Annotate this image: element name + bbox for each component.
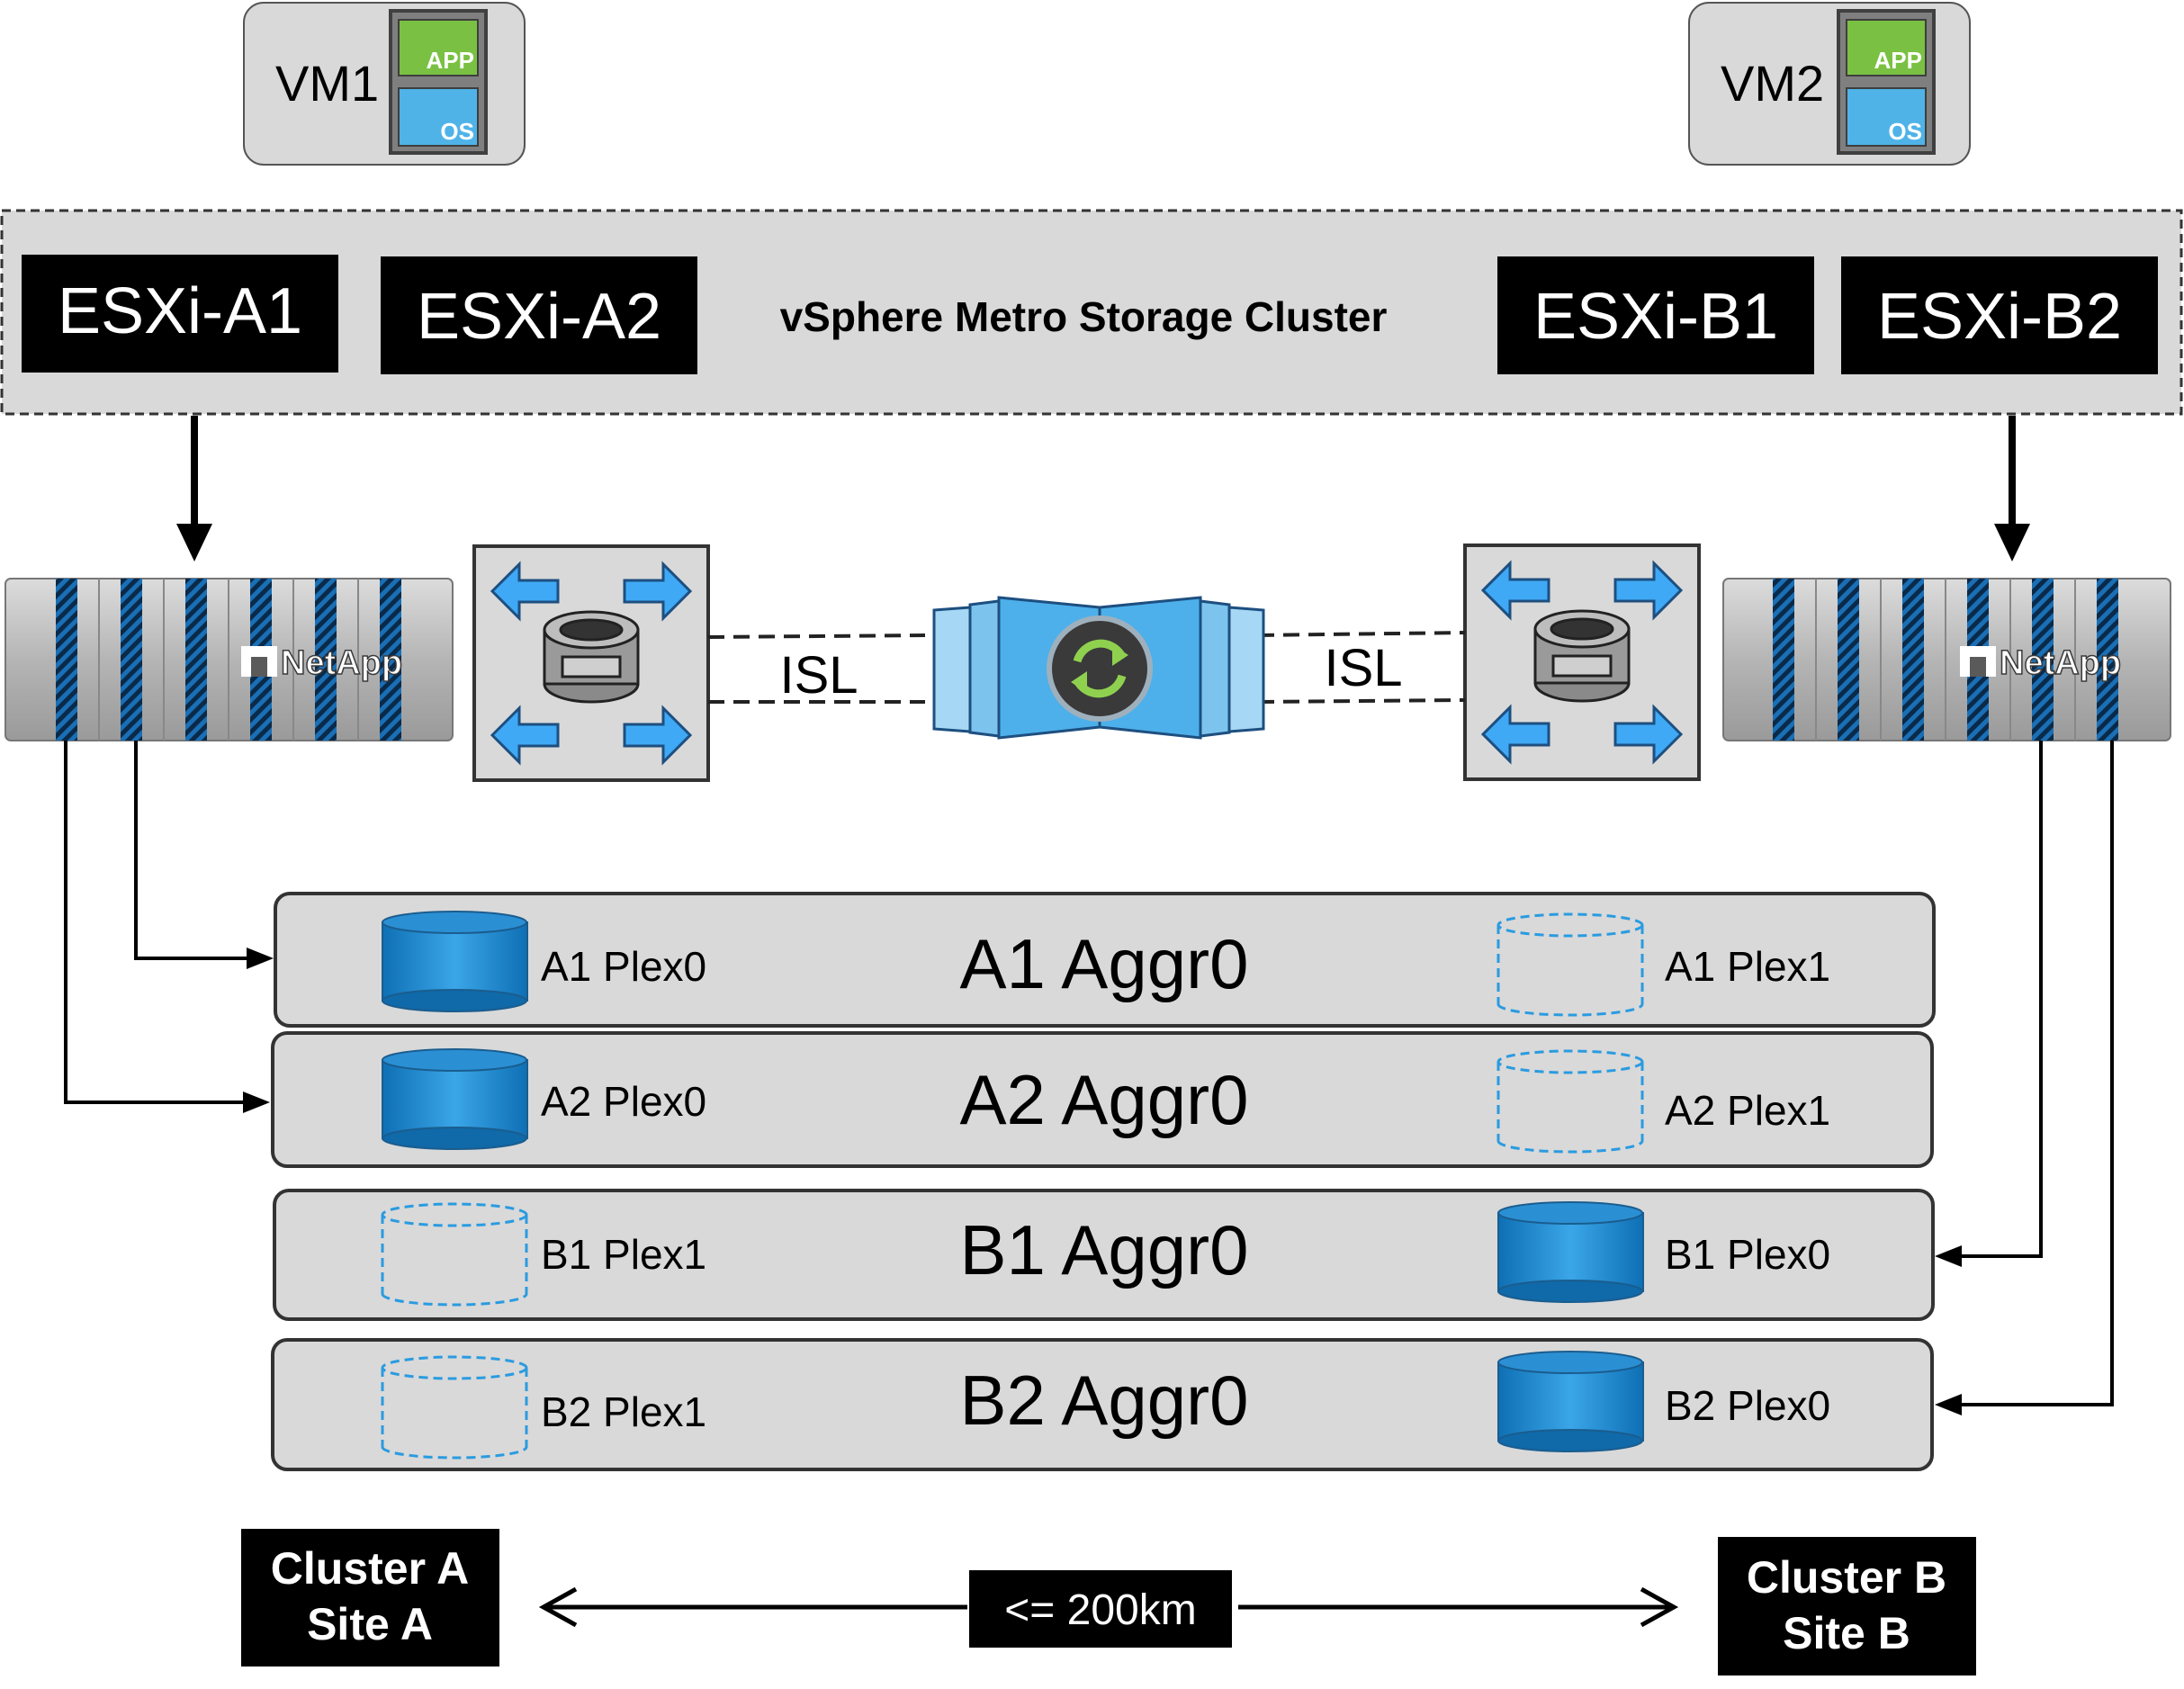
- disk-dashed-icon: [381, 1202, 528, 1307]
- disk-dashed-icon: [1496, 1049, 1644, 1154]
- host-esxi-a2-label: ESXi-A2: [417, 281, 661, 353]
- arrow-storage-to-b1-aggr: [1935, 741, 2043, 1267]
- switch-core-icon: [1533, 609, 1631, 703]
- disk-solid-icon: [1497, 1201, 1644, 1303]
- host-esxi-b2: [1841, 256, 2158, 374]
- aggregate-b1: B1 Plex1 B1 Aggr0 B1 Plex0: [273, 1189, 1935, 1321]
- switch-arrows-icon: [1480, 560, 1684, 765]
- aggregate-b1-left-plex: B1 Plex1: [541, 1231, 706, 1278]
- vm1-os-tile: [398, 87, 479, 147]
- aggregate-b2-left-plex: B2 Plex1: [541, 1388, 706, 1435]
- aggregate-a1-name: A1 Aggr0: [960, 924, 1249, 1003]
- vm2-app-tile: [1846, 19, 1927, 76]
- aggregate-b2: B2 Plex1 B2 Aggr0 B2 Plex0: [271, 1338, 1934, 1471]
- site-b-line1: Cluster B: [1747, 1552, 1946, 1603]
- site-b-line2: Site B: [1783, 1608, 1910, 1658]
- aggregate-a2: A2 Plex0 A2 Aggr0 A2 Plex1: [271, 1031, 1934, 1168]
- sync-replication-icon: [932, 596, 1265, 740]
- isl-left-label: ISL: [779, 646, 858, 705]
- vm1-os-label: OS: [440, 118, 474, 145]
- aggregate-a1: A1 Plex0 A1 Aggr0 A1 Plex1: [274, 892, 1936, 1028]
- host-esxi-b1-label: ESXi-B1: [1533, 281, 1778, 353]
- host-esxi-a2: [381, 256, 697, 374]
- aggregate-a1-right-plex: A1 Plex1: [1665, 943, 1830, 990]
- vm2-os-label: OS: [1888, 118, 1922, 145]
- site-a-line1: Cluster A: [271, 1543, 469, 1594]
- fc-switch-right: [1463, 544, 1701, 781]
- aggregate-b1-name: B1 Aggr0: [960, 1210, 1249, 1289]
- isl-right-label: ISL: [1324, 639, 1402, 697]
- disk-solid-icon: [382, 911, 528, 1012]
- netapp-left-brand: NetApp: [281, 644, 402, 682]
- disk-solid-icon: [1497, 1351, 1644, 1452]
- vm1-app-label: APP: [427, 47, 474, 74]
- vm2-label: VM2: [1721, 55, 1824, 112]
- site-b-label-box: Cluster B Site B: [1718, 1537, 1976, 1676]
- isl-link-right: [1257, 631, 1466, 704]
- switch-arrows-icon: [490, 561, 693, 766]
- isl-link-left: [707, 633, 926, 704]
- arrow-storage-to-a2-aggr: [64, 741, 270, 1113]
- netapp-right-brand: NetApp: [2000, 644, 2121, 682]
- arrow-storage-to-b2-aggr: [1935, 741, 2114, 1415]
- vm2-app-label: APP: [1874, 47, 1922, 74]
- host-esxi-a1-label: ESXi-A1: [58, 275, 302, 347]
- vsphere-cluster-band: ESXi-A1 ESXi-A2 vSphere Metro Storage Cl…: [0, 209, 2183, 416]
- vm2-os-tile: [1846, 87, 1927, 147]
- distance-label-box: [969, 1570, 1232, 1648]
- host-esxi-b2-label: ESXi-B2: [1877, 281, 2122, 353]
- arrow-esxi-b2-to-storage-head: [1994, 524, 2030, 562]
- aggregate-a2-right-plex: A2 Plex1: [1665, 1087, 1830, 1134]
- site-a-label-box: Cluster A Site A: [241, 1529, 499, 1667]
- aggregate-a2-left-plex: A2 Plex0: [541, 1078, 706, 1125]
- disk-solid-icon: [382, 1048, 528, 1150]
- vm1-label: VM1: [275, 55, 379, 112]
- aggregate-b2-right-plex: B2 Plex0: [1665, 1382, 1830, 1429]
- vm1-box: VM1 APP OS: [243, 2, 526, 166]
- netapp-shelf-left: NetApp: [4, 578, 454, 741]
- fc-switch-left: [472, 544, 710, 782]
- aggregate-b2-name: B2 Aggr0: [960, 1361, 1249, 1440]
- vm2-box: VM2 APP OS: [1688, 2, 1971, 166]
- host-esxi-b1: [1497, 256, 1814, 374]
- switch-core-icon: [543, 610, 640, 704]
- host-esxi-a1: [22, 255, 338, 373]
- netapp-shelf-right: NetApp: [1722, 578, 2171, 741]
- distance-label: <= 200km: [1004, 1586, 1196, 1634]
- vm1-app-tile: [398, 19, 479, 76]
- cluster-title: vSphere Metro Storage Cluster: [780, 293, 1388, 340]
- site-a-line2: Site A: [307, 1599, 433, 1649]
- aggregate-a2-name: A2 Aggr0: [960, 1060, 1249, 1139]
- disk-dashed-icon: [381, 1355, 528, 1460]
- aggregate-a1-left-plex: A1 Plex0: [541, 943, 706, 990]
- arrow-storage-to-a1-aggr: [134, 741, 274, 969]
- disk-dashed-icon: [1496, 912, 1644, 1017]
- arrow-esxi-a1-to-storage-head: [176, 524, 212, 562]
- aggregate-b1-right-plex: B1 Plex0: [1665, 1231, 1830, 1278]
- distance-arrow: [538, 1586, 1679, 1628]
